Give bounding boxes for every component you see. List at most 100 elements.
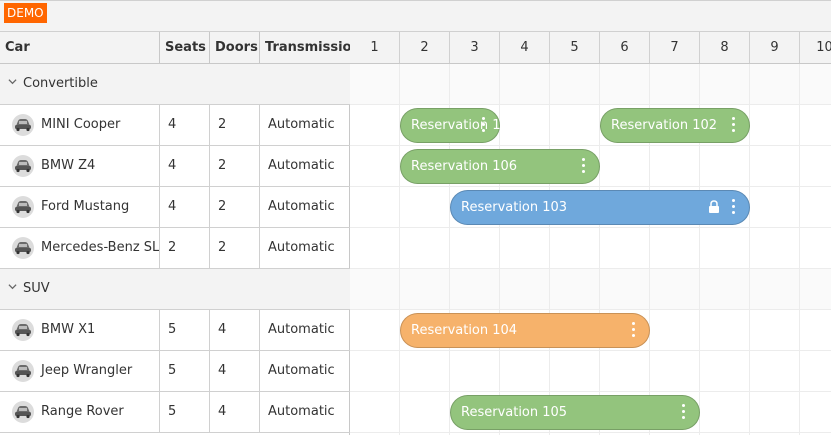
timeline-grid[interactable]: Reservation 101 Reservation 102 Reservat… (350, 64, 831, 435)
cell-transmission: Automatic (268, 363, 335, 378)
cell-seats: 4 (160, 105, 210, 145)
grid-line (799, 64, 800, 435)
cell-seats: 5 (160, 310, 210, 350)
column-header-seats[interactable]: Seats (160, 32, 210, 63)
grid-line (399, 64, 400, 435)
day-header: 7 (650, 32, 700, 63)
cell-car: Ford Mustang (0, 187, 160, 227)
day-header: 4 (500, 32, 550, 63)
reservation-label: Reservation 104 (411, 323, 518, 338)
rows-header: DEMO Car Seats Doors Transmission Conver… (0, 1, 361, 435)
reservation-event[interactable]: Reservation 106 (400, 149, 600, 184)
cell-transmission: Automatic (268, 240, 335, 255)
day-header: 5 (550, 32, 600, 63)
group-band (350, 269, 831, 309)
timeline-day-header: 1 2 3 4 5 6 7 8 9 10 (350, 32, 831, 64)
cell-seats: 5 (160, 392, 210, 432)
grid-line (350, 432, 831, 433)
column-header-doors[interactable]: Doors (210, 32, 260, 63)
resource-row[interactable]: BMW X1 5 4 Automatic (0, 310, 350, 351)
grid-line (699, 64, 700, 435)
column-header-car[interactable]: Car (0, 32, 160, 63)
reservation-event[interactable]: Reservation 104 (400, 313, 650, 348)
cell-seats: 5 (160, 351, 210, 391)
reservation-label: Reservation 106 (411, 159, 518, 174)
cell-transmission: Automatic (268, 199, 335, 214)
cell-seats: 4 (160, 187, 210, 227)
car-icon (12, 360, 34, 382)
grid-line (350, 391, 831, 392)
cell-transmission: Automatic (268, 404, 335, 419)
reservation-label: Reservation 103 (461, 200, 568, 215)
grid-line (549, 64, 550, 435)
reservation-event[interactable]: Reservation 102 (600, 108, 750, 143)
day-header: 3 (450, 32, 500, 63)
cell-transmission: Automatic (268, 158, 335, 173)
more-vertical-icon[interactable] (731, 199, 737, 216)
grid-line (350, 186, 831, 187)
day-header: 9 (750, 32, 800, 63)
car-name: Ford Mustang (41, 199, 130, 214)
cell-car: MINI Cooper (0, 105, 160, 145)
cell-transmission: Automatic (268, 322, 335, 337)
grid-line (350, 268, 831, 269)
cell-seats: 4 (160, 146, 210, 186)
cell-doors: 2 (210, 228, 260, 268)
more-vertical-icon[interactable] (481, 117, 487, 134)
car-name: Mercedes-Benz SL (41, 240, 160, 255)
chevron-down-icon[interactable] (8, 77, 17, 86)
resource-row[interactable]: Jeep Wrangler 5 4 Automatic (0, 351, 350, 392)
car-icon (12, 196, 34, 218)
cell-transmission: Automatic (268, 117, 335, 132)
grid-line (350, 350, 831, 351)
resource-row[interactable]: Ford Mustang 4 2 Automatic (0, 187, 350, 228)
more-vertical-icon[interactable] (731, 117, 737, 134)
car-icon (12, 401, 34, 423)
reservation-event[interactable]: Reservation 103 (450, 190, 750, 225)
car-icon (12, 114, 34, 136)
more-vertical-icon[interactable] (631, 322, 637, 339)
reservation-event[interactable]: Reservation 101 (400, 108, 517, 143)
cell-car: BMW X1 (0, 310, 160, 350)
resource-row[interactable]: MINI Cooper 4 2 Automatic (0, 105, 350, 146)
cell-doors: 4 (210, 310, 260, 350)
grid-line (599, 64, 600, 435)
day-header: 6 (600, 32, 650, 63)
cell-doors: 2 (210, 146, 260, 186)
column-header-transmission[interactable]: Transmission (265, 40, 361, 55)
more-vertical-icon[interactable] (581, 158, 587, 175)
day-header: 8 (700, 32, 750, 63)
group-label: SUV (23, 281, 50, 296)
grid-line (350, 145, 831, 146)
group-label: Convertible (23, 76, 98, 91)
car-name: Jeep Wrangler (41, 363, 133, 378)
car-icon (12, 237, 34, 259)
cell-doors: 2 (210, 187, 260, 227)
reservation-label: Reservation 101 (411, 118, 518, 133)
more-vertical-icon[interactable] (681, 404, 687, 421)
demo-badge: DEMO (4, 3, 47, 23)
timeline-top-header (350, 1, 831, 32)
car-name: MINI Cooper (41, 117, 121, 132)
group-row-suv[interactable]: SUV (0, 269, 350, 310)
cell-doors: 4 (210, 392, 260, 432)
chevron-down-icon[interactable] (8, 282, 17, 291)
reservation-event[interactable]: Reservation 105 (450, 395, 700, 430)
resource-row[interactable]: Mercedes-Benz SL 2 2 Automatic (0, 228, 350, 269)
day-header: 2 (400, 32, 450, 63)
car-name: BMW X1 (41, 322, 96, 337)
group-band (350, 64, 831, 104)
timeline: 1 2 3 4 5 6 7 8 9 10 (350, 1, 831, 435)
cell-car: Jeep Wrangler (0, 351, 160, 391)
lock-icon (709, 200, 719, 213)
grid-line (749, 64, 750, 435)
grid-line (649, 64, 650, 435)
resource-row[interactable]: BMW Z4 4 2 Automatic (0, 146, 350, 187)
cell-doors: 4 (210, 351, 260, 391)
group-row-convertible[interactable]: Convertible (0, 64, 350, 105)
resource-row[interactable]: Range Rover 5 4 Automatic (0, 392, 350, 433)
cell-car: BMW Z4 (0, 146, 160, 186)
grid-line (499, 64, 500, 435)
grid-line (350, 309, 831, 310)
